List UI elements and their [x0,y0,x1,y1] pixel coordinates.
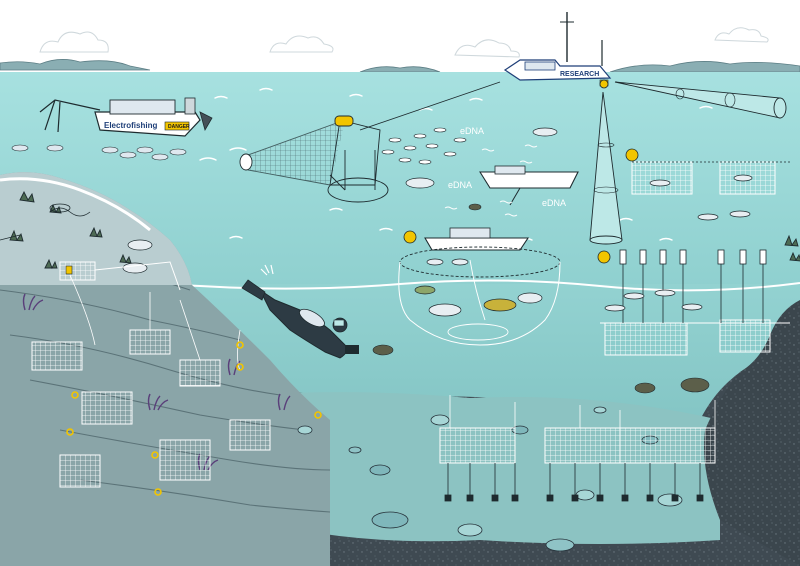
edna-boat [479,165,579,206]
purse-seine-boat [424,227,530,251]
electrofishing-boat: Electrofishing DANGER [39,97,213,137]
clouds [39,27,769,58]
electrofishing-boat-label: Electrofishing [104,121,157,130]
purse-seine-net [398,246,561,346]
bottom-gill-nets [439,427,716,464]
shore-objects [0,203,91,241]
sky [0,0,800,75]
right-shore-plant [784,234,800,262]
slope-marker-rings [66,341,322,496]
danger-sign [164,121,190,131]
fish-mid-water [122,127,753,317]
edna-label-1: eDNA [460,126,484,136]
trawl-net [239,81,501,203]
edna-label-2: eDNA [448,180,472,190]
scuba-diver [241,264,359,359]
slope-gill-nets [31,329,271,488]
fish-school-surface [381,127,467,165]
yellow-buoys [403,79,639,264]
distant-mountains [0,59,800,73]
bottom-net-anchors [444,463,704,502]
research-boat-label: RESEARCH [560,71,599,78]
edna-droplets [444,144,538,217]
perch-fish [372,203,710,394]
slope-net-lines [69,274,241,371]
surface-gill-nets [631,161,790,195]
pelagic-nets [600,319,790,356]
danger-sign-label: DANGER [168,124,190,130]
shore-bank [0,172,192,285]
fish-near-electrofishing [11,144,187,161]
bottom-net-vertical-lines [449,395,716,428]
shore-trap-net [59,261,181,291]
edna-label-3: eDNA [542,198,566,208]
